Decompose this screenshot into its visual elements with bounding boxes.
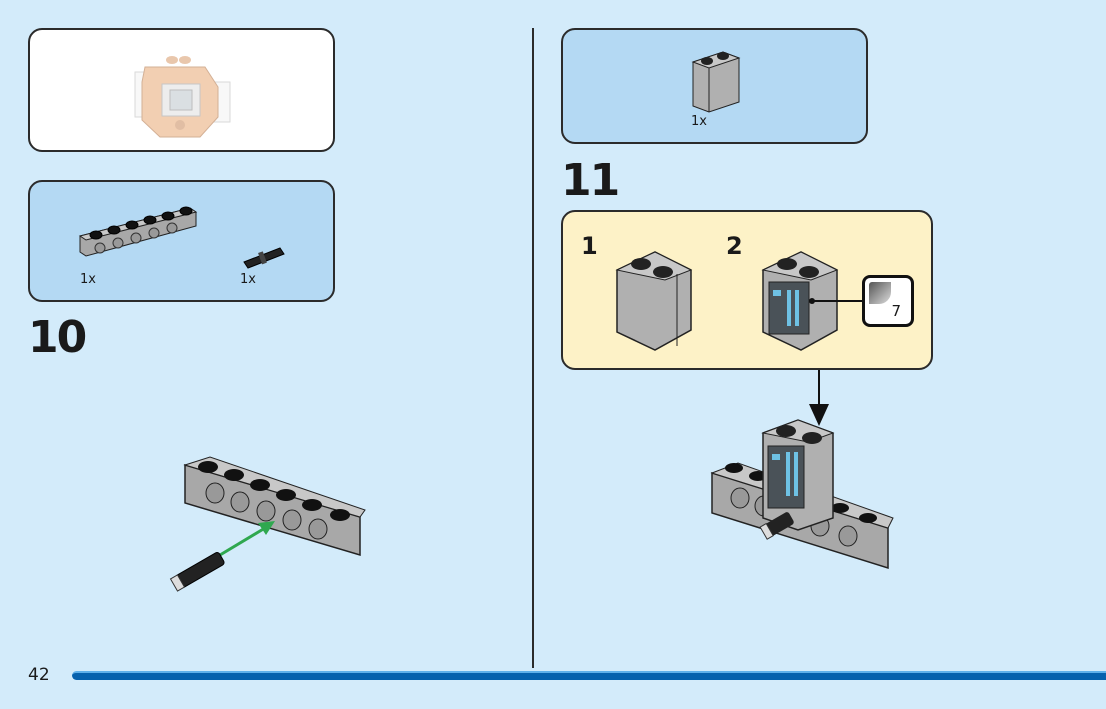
page-number: 42 — [28, 665, 50, 685]
technic-pin-part — [243, 247, 285, 269]
sticker-peel-icon — [869, 282, 891, 304]
sub-assembly-panel: 1 2 7 — [561, 210, 933, 370]
sub-step-1-brick — [615, 251, 693, 351]
brick-1x2x2-part — [691, 51, 741, 113]
column-divider — [532, 28, 534, 668]
model-preview-panel — [28, 28, 335, 152]
sub-step-2-brick-with-sticker — [761, 251, 839, 351]
footer-bar — [72, 671, 1106, 680]
step-number-10: 10 — [28, 312, 87, 363]
sticker-number-badge: 7 — [862, 275, 914, 327]
sub-step-number-1: 1 — [581, 232, 598, 260]
step-10-instruction-image — [169, 456, 366, 592]
part-quantity: 1x — [80, 272, 96, 287]
technic-brick-1x6-part — [78, 206, 198, 257]
model-preview-image — [134, 56, 231, 138]
sticker-number: 7 — [891, 302, 901, 320]
sticker-callout-line — [809, 298, 863, 304]
placement-arrow — [809, 370, 829, 426]
parts-list-panel-step-10: 1x 1x — [28, 180, 335, 302]
part-quantity: 1x — [691, 114, 707, 129]
step-number-11: 11 — [561, 155, 620, 206]
sub-step-number-2: 2 — [726, 232, 743, 260]
step-11-instruction-image — [710, 419, 894, 570]
part-quantity: 1x — [240, 272, 256, 287]
insert-arrow — [219, 523, 271, 557]
parts-list-panel-step-11: 1x — [561, 28, 868, 144]
